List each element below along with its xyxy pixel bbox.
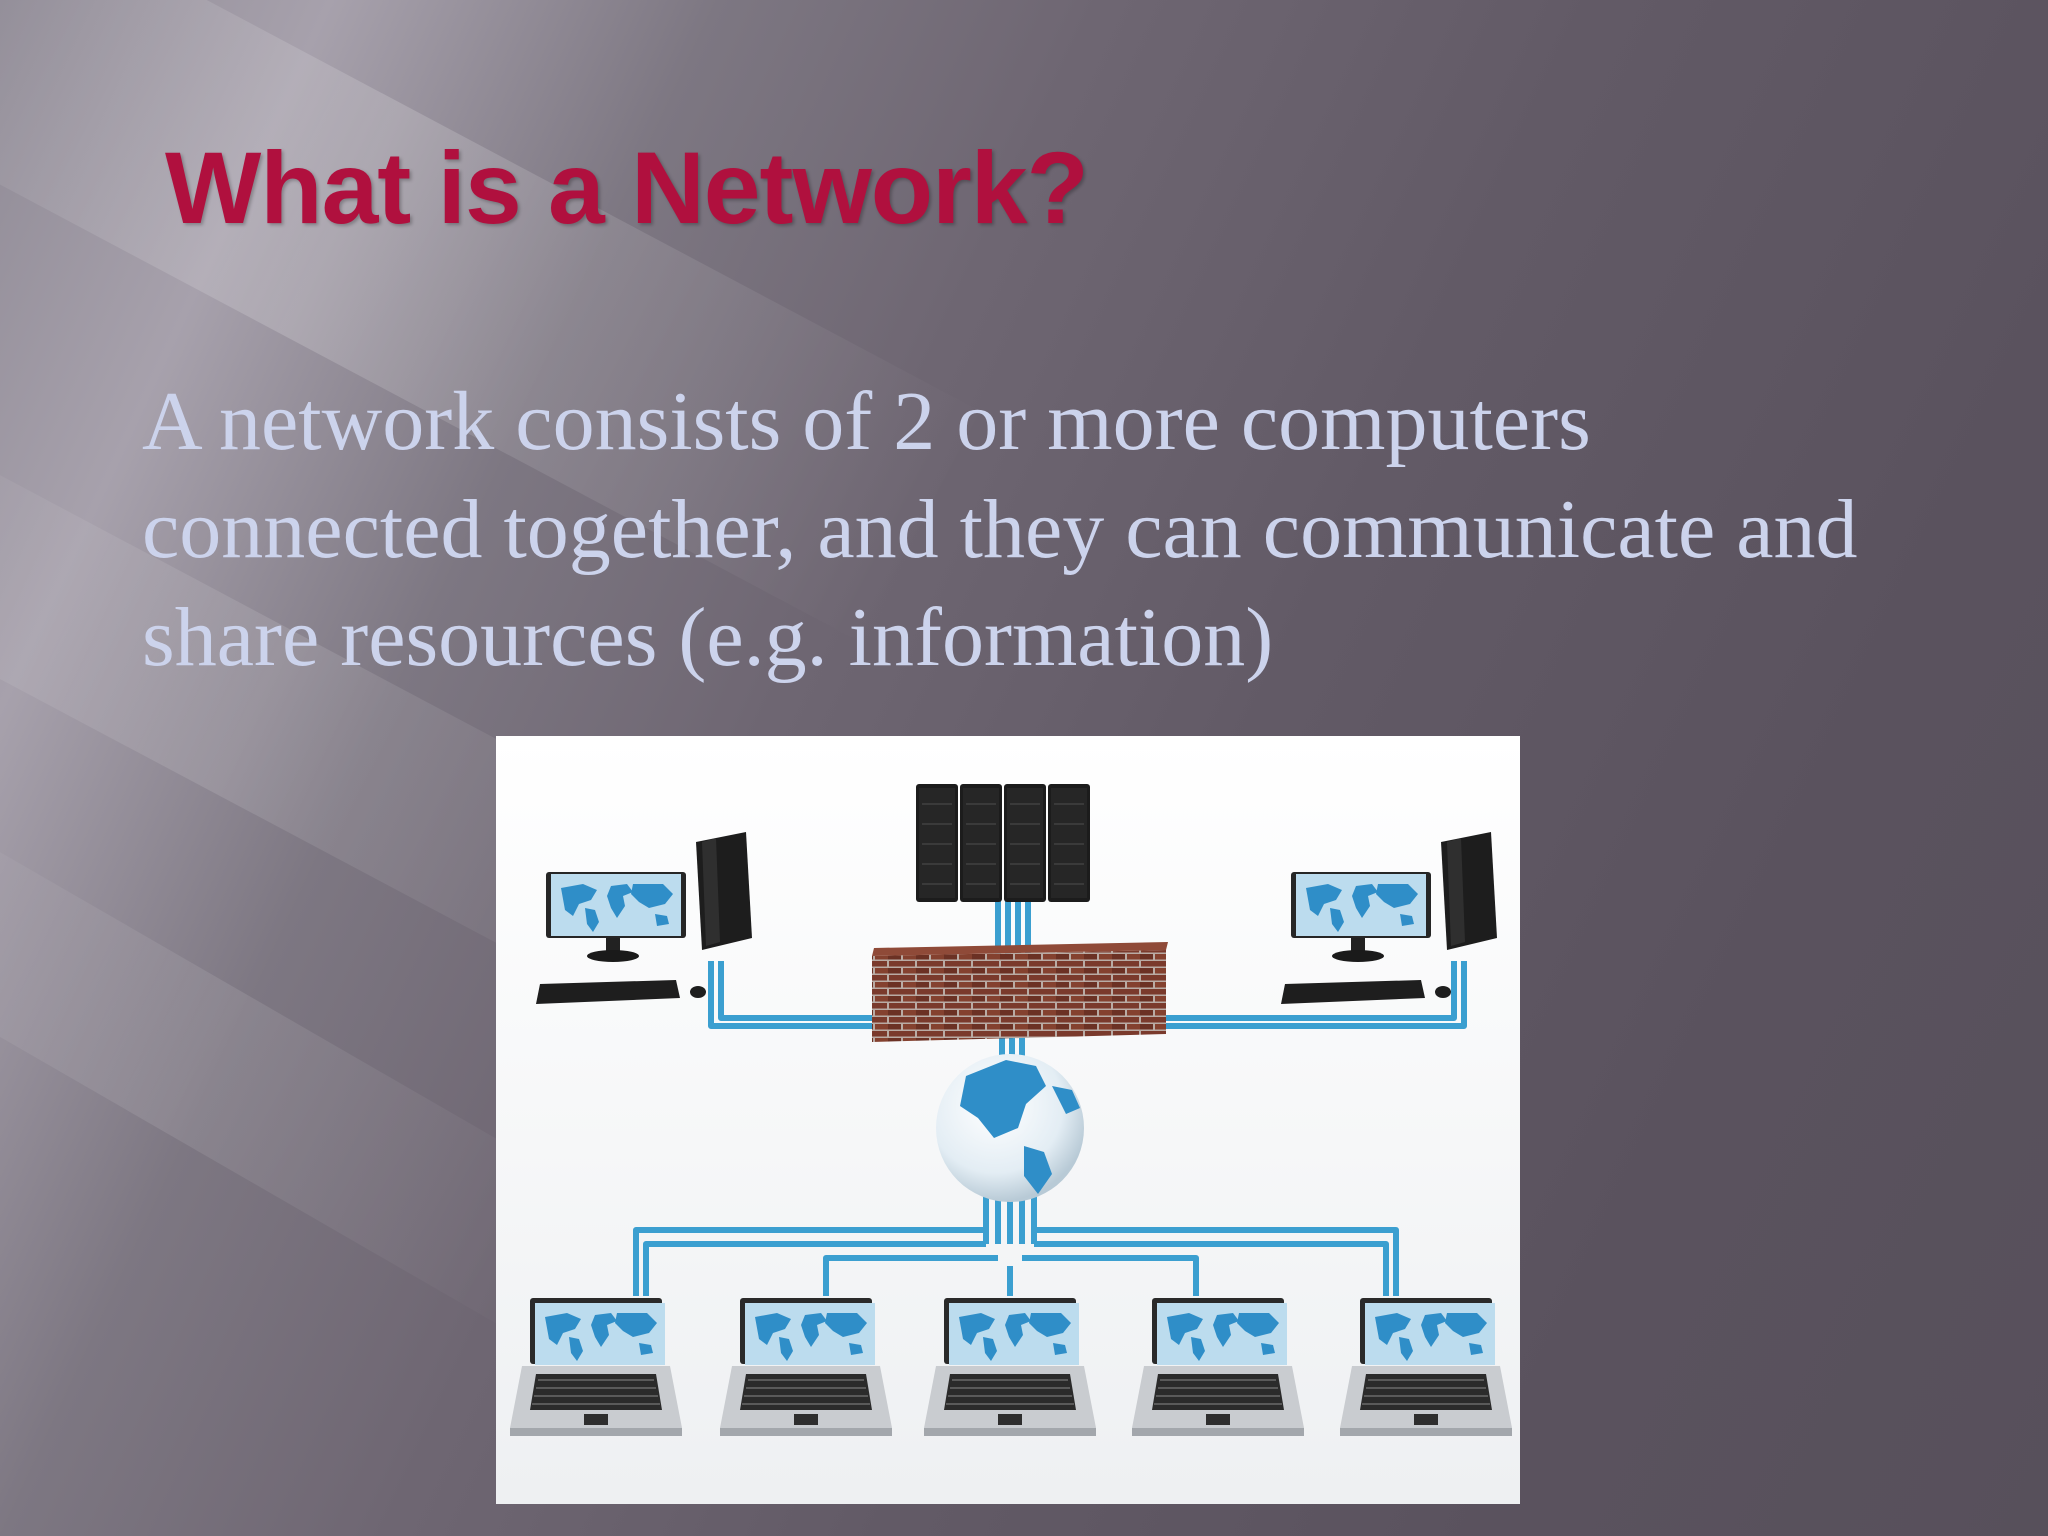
- laptop-icon: [1132, 1298, 1304, 1436]
- slide-title: What is a Network?: [165, 131, 1089, 245]
- laptop-icon: [1340, 1298, 1512, 1436]
- network-diagram-image: [496, 736, 1520, 1504]
- firewall-icon: [872, 942, 1168, 1042]
- laptop-icon: [720, 1298, 892, 1436]
- laptop-icon: [924, 1298, 1096, 1436]
- globe-icon: [936, 1054, 1084, 1202]
- slide-body-text: A network consists of 2 or more computer…: [142, 375, 1858, 684]
- laptop-icon: [510, 1298, 682, 1436]
